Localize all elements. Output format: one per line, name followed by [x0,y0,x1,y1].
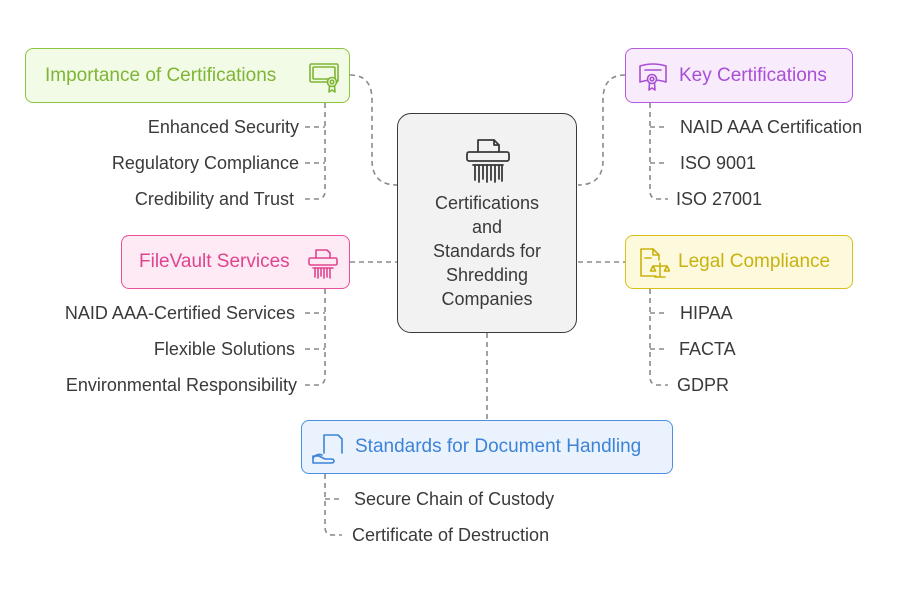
list-item: HIPAA [680,303,733,323]
list-item: Regulatory Compliance [111,153,299,173]
branch-key-certifications: Key Certifications [625,48,853,103]
branch-standards-for-document-handling: Standards for Document Handling [301,420,673,474]
list-item: ISO 27001 [676,189,763,209]
branch-title: FileVault Services [139,251,290,272]
list-item: Certificate of Destruction [352,525,550,545]
list-item: Environmental Responsibility [65,375,297,395]
branch-title: Legal Compliance [678,251,831,272]
document-handling-icon [312,434,343,464]
list-item: NAID AAA-Certified Services [64,303,295,323]
branch-title: Importance of Certifications [45,64,277,86]
branch-importance-of-certifications: Importance of Certifications [25,48,350,103]
list-item: GDPR [677,375,730,395]
list-item: FACTA [679,339,736,359]
list-item: NAID AAA Certification [680,117,863,137]
branch-filevault-services: FileVault Services [121,235,350,289]
shredder-icon [466,139,510,183]
central-topic-node: Certifications and Standards for Shreddi… [397,113,577,333]
list-item: Secure Chain of Custody [354,489,555,509]
list-item: Credibility and Trust [134,189,294,209]
legal-document-scales-icon [640,248,670,278]
certificate-ribbon-icon [309,63,339,93]
certificate-seal-icon [639,63,667,91]
branch-title: Standards for Document Handling [355,436,642,457]
list-item: ISO 9001 [680,153,757,173]
branch-title: Key Certifications [679,64,827,86]
list-item: Flexible Solutions [153,339,295,359]
branch-legal-compliance: Legal Compliance [625,235,853,289]
shredder-icon [308,249,338,279]
central-topic-title: Certifications and Standards for Shreddi… [432,193,542,309]
list-item: Enhanced Security [147,117,299,137]
